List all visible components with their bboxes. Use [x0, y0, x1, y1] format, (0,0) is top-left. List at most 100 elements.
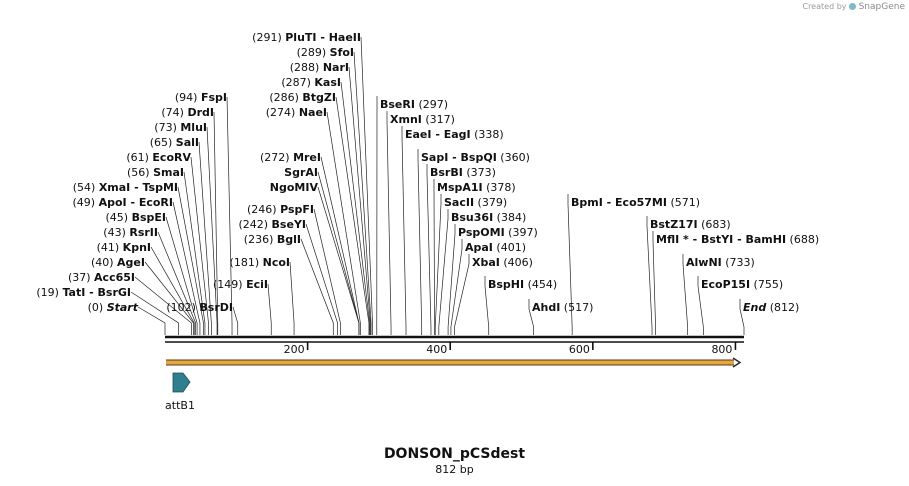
attb1-arrow-icon[interactable] — [172, 372, 191, 393]
site-position: (288) — [290, 61, 323, 74]
site-label[interactable]: BstZ17I (683) — [650, 218, 731, 231]
site-label[interactable]: (73) MluI — [154, 121, 207, 134]
site-label[interactable]: (272) MreI — [260, 151, 321, 164]
site-position: (102) — [166, 301, 199, 314]
site-name: MflI * - BstYI - BamHI — [656, 233, 786, 246]
site-label[interactable]: ApaI (401) — [465, 241, 526, 254]
site-label[interactable]: (102) BsrDI — [166, 301, 233, 314]
site-label[interactable]: (286) BtgZI — [269, 91, 336, 104]
site-leader-line — [447, 224, 456, 335]
site-label[interactable]: (54) XmaI - TspMI — [73, 181, 178, 194]
site-label[interactable]: MspA1I (378) — [437, 181, 516, 194]
site-label[interactable]: XmnI (317) — [390, 113, 455, 126]
site-position: (755) — [750, 278, 783, 291]
site-label[interactable]: (149) EciI — [213, 278, 268, 291]
site-name: BglI — [277, 233, 301, 246]
site-name: EaeI - EagI — [405, 128, 471, 141]
site-label[interactable]: (37) Acc65I — [68, 271, 135, 284]
site-label[interactable]: (41) KpnI — [97, 241, 151, 254]
site-name: BseRI — [380, 98, 415, 111]
site-leader-line — [232, 306, 239, 335]
feature-attb1[interactable]: attB1 — [165, 372, 195, 412]
site-label[interactable]: PspOMI (397) — [458, 226, 538, 239]
site-label[interactable]: SapI - BspQI (360) — [421, 151, 530, 164]
site-position: (274) — [266, 106, 299, 119]
site-leader-line — [401, 126, 407, 335]
site-position: (378) — [483, 181, 516, 194]
site-name: SgrAI — [284, 166, 318, 179]
site-label[interactable]: AlwNI (733) — [686, 256, 755, 269]
site-leader-line — [484, 276, 490, 335]
snapgene-credit: Created by SnapGene — [802, 2, 905, 12]
site-label[interactable]: AhdI (517) — [532, 301, 593, 314]
site-label[interactable]: (242) BseYI — [238, 218, 306, 231]
site-label[interactable]: Bsu36I (384) — [451, 211, 526, 224]
site-name: PluTI - HaeII — [285, 31, 361, 44]
site-position: (149) — [213, 278, 246, 291]
site-leader-line — [226, 96, 233, 335]
site-name: XmnI — [390, 113, 422, 126]
site-label[interactable]: (94) FspI — [175, 91, 227, 104]
site-label[interactable]: (0) Start — [88, 301, 139, 314]
site-leader-lines — [130, 36, 745, 335]
site-label[interactable]: (274) NaeI — [266, 106, 327, 119]
site-label[interactable]: (43) RsrII — [103, 226, 158, 239]
site-label[interactable]: (45) BspEI — [106, 211, 167, 224]
site-name: BpmI - Eco57MI — [571, 196, 667, 209]
site-name: NgoMIV — [270, 181, 319, 194]
site-label[interactable]: (246) PspFI — [247, 203, 314, 216]
site-name: SmaI — [153, 166, 184, 179]
site-position: (242) — [238, 218, 271, 231]
site-position: (73) — [154, 121, 180, 134]
site-label[interactable]: EcoP15I (755) — [701, 278, 783, 291]
site-label[interactable]: (287) KasI — [281, 76, 341, 89]
site-leader-line — [652, 231, 656, 335]
site-position: (65) — [150, 136, 176, 149]
site-label[interactable]: (181) NcoI — [230, 256, 290, 269]
site-label[interactable]: (65) SalI — [150, 136, 199, 149]
site-leader-line — [144, 261, 194, 335]
site-label[interactable]: (74) DrdI — [161, 106, 214, 119]
site-label[interactable]: BsrBI (373) — [430, 166, 496, 179]
site-position: (272) — [260, 151, 293, 164]
site-label[interactable]: (49) ApoI - EcoRI — [73, 196, 174, 209]
site-position: (406) — [500, 256, 533, 269]
site-name: BsrDI — [199, 301, 233, 314]
site-name: NarI — [323, 61, 349, 74]
site-position: (246) — [247, 203, 280, 216]
site-label[interactable]: (19) TatI - BsrGI — [36, 286, 131, 299]
credit-prefix: Created by — [802, 2, 847, 11]
site-label[interactable]: (288) NarI — [290, 61, 349, 74]
site-label[interactable]: BpmI - Eco57MI (571) — [571, 196, 700, 209]
site-leader-line — [434, 194, 442, 335]
site-label[interactable]: (40) AgeI — [91, 256, 145, 269]
site-name: PspFI — [280, 203, 314, 216]
site-label[interactable]: BseRI (297) — [380, 98, 448, 111]
site-label[interactable]: (61) EcoRV — [126, 151, 191, 164]
orf-bar[interactable] — [166, 360, 734, 365]
site-label[interactable]: SacII (379) — [444, 196, 507, 209]
site-label[interactable]: NgoMIV — [270, 181, 319, 194]
site-name: Start — [107, 301, 139, 314]
site-leader-line — [183, 171, 206, 335]
site-label[interactable]: SgrAI — [284, 166, 318, 179]
site-label[interactable]: (56) SmaI — [127, 166, 184, 179]
site-label[interactable]: BspHI (454) — [488, 278, 557, 291]
site-label[interactable]: XbaI (406) — [472, 256, 533, 269]
site-position: (571) — [667, 196, 700, 209]
site-leader-line — [433, 179, 435, 335]
site-position: (40) — [91, 256, 117, 269]
site-leader-line — [177, 186, 204, 335]
site-label[interactable]: EaeI - EagI (338) — [405, 128, 504, 141]
site-name: Bsu36I — [451, 211, 493, 224]
orf-arrow[interactable] — [166, 357, 742, 368]
ruler-tick-label: 800 — [711, 343, 732, 356]
site-label[interactable]: (291) PluTI - HaeII — [252, 31, 361, 44]
site-label[interactable]: MflI * - BstYI - BamHI (688) — [656, 233, 819, 246]
site-position: (401) — [493, 241, 526, 254]
site-label[interactable]: (236) BglI — [244, 233, 301, 246]
site-leader-line — [267, 283, 272, 335]
site-label[interactable]: (289) SfoI — [297, 46, 354, 59]
site-leader-line — [335, 96, 370, 335]
site-label[interactable]: End (812) — [743, 301, 799, 314]
